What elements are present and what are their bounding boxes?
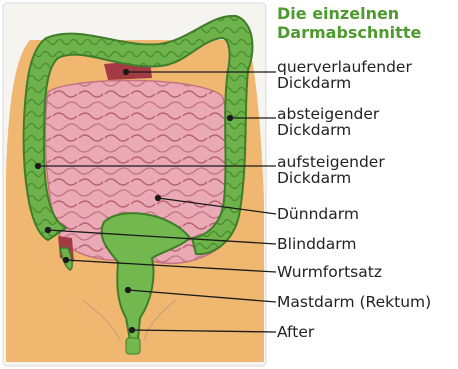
- label-line: querverlaufender: [277, 59, 458, 75]
- label-line: absteigender: [277, 106, 458, 122]
- label-blinddarm: Blinddarm: [277, 236, 458, 252]
- label-absteigender-dickdarm: absteigender Dickdarm: [277, 106, 458, 138]
- label-line: After: [277, 324, 458, 340]
- label-querverlaufender-dickdarm: querverlaufender Dickdarm: [277, 59, 458, 91]
- label-line: aufsteigender: [277, 154, 458, 170]
- label-line: Dickdarm: [277, 75, 458, 91]
- label-line: Wurmfortsatz: [277, 264, 458, 280]
- label-line: Blinddarm: [277, 236, 458, 252]
- label-line: Dickdarm: [277, 170, 458, 186]
- anus: [126, 338, 140, 354]
- label-after: After: [277, 324, 458, 340]
- diagram-title: Die einzelnen Darmabschnitte: [277, 4, 453, 42]
- label-duenndarm: Dünndarm: [277, 206, 458, 222]
- label-line: Dünndarm: [277, 206, 458, 222]
- title-line-1: Die einzelnen: [277, 4, 453, 23]
- label-aufsteigender-dickdarm: aufsteigender Dickdarm: [277, 154, 458, 186]
- label-line: Dickdarm: [277, 122, 458, 138]
- title-line-2: Darmabschnitte: [277, 23, 453, 42]
- label-mastdarm: Mastdarm (Rektum): [277, 294, 458, 310]
- label-line: Mastdarm (Rektum): [277, 294, 458, 310]
- label-wurmfortsatz: Wurmfortsatz: [277, 264, 458, 280]
